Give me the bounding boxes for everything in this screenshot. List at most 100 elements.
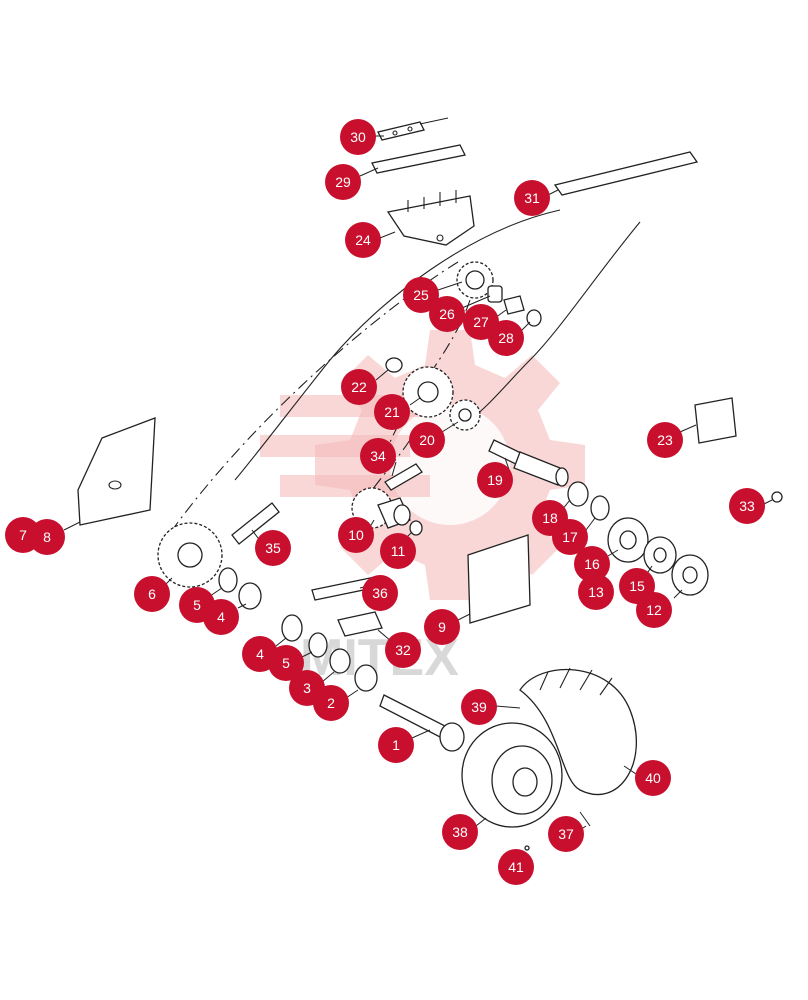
chain-guard-outline-2 <box>234 209 561 481</box>
callout-32: 32 <box>385 632 421 668</box>
svg-text:27: 27 <box>473 314 489 330</box>
long-bar-part <box>553 151 699 196</box>
bolt-bracket-part <box>377 117 449 141</box>
svg-text:3: 3 <box>303 680 311 696</box>
taper-bearing-part <box>218 567 238 593</box>
svg-text:10: 10 <box>348 527 364 543</box>
callout-29: 29 <box>325 164 361 200</box>
svg-text:5: 5 <box>282 655 290 671</box>
svg-text:28: 28 <box>498 330 514 346</box>
hub-part <box>487 285 503 303</box>
callout-33: 33 <box>729 488 765 524</box>
svg-text:41: 41 <box>508 859 524 875</box>
callout-9: 9 <box>424 609 460 645</box>
svg-text:22: 22 <box>351 379 367 395</box>
side-plate-part <box>77 417 156 526</box>
callout-24: 24 <box>345 222 381 258</box>
wheel-bolt-part <box>579 811 591 827</box>
callout-10: 10 <box>338 517 374 553</box>
svg-text:32: 32 <box>395 642 411 658</box>
svg-text:33: 33 <box>739 498 755 514</box>
flange-plate-part <box>643 536 677 574</box>
svg-text:7: 7 <box>19 527 27 543</box>
svg-text:18: 18 <box>542 510 558 526</box>
callout-31: 31 <box>514 180 550 216</box>
svg-text:21: 21 <box>384 404 400 420</box>
bearing-cup-part <box>238 582 262 610</box>
callout-19: 19 <box>477 462 513 498</box>
chain-link-part <box>384 463 423 491</box>
drive-sprocket-part <box>157 522 223 588</box>
svg-text:8: 8 <box>43 529 51 545</box>
svg-text:11: 11 <box>391 543 406 559</box>
small-sprocket-part <box>449 399 481 431</box>
callout-38: 38 <box>442 814 478 850</box>
callout-13: 13 <box>578 574 614 610</box>
svg-text:30: 30 <box>350 129 366 145</box>
callout-23: 23 <box>647 422 683 458</box>
svg-text:20: 20 <box>419 432 435 448</box>
callout-26: 26 <box>429 296 465 332</box>
svg-text:6: 6 <box>148 586 156 602</box>
callout-37: 37 <box>548 816 584 852</box>
chain-section-part <box>231 502 280 545</box>
axle-shaft-part <box>379 694 465 752</box>
svg-text:9: 9 <box>438 619 446 635</box>
svg-text:5: 5 <box>193 597 201 613</box>
svg-text:4: 4 <box>256 646 264 662</box>
lower-bearing-cup-part <box>281 614 303 642</box>
callouts: 30 29 31 24 25 26 27 28 22 21 20 23 34 1… <box>5 119 765 885</box>
svg-text:24: 24 <box>355 232 371 248</box>
callout-40: 40 <box>635 760 671 796</box>
bearing-part <box>590 495 610 521</box>
svg-text:35: 35 <box>265 540 281 556</box>
svg-text:26: 26 <box>439 306 455 322</box>
upper-sprocket-part <box>456 261 494 299</box>
flat-plate-part <box>371 144 466 174</box>
small-bolt-part <box>771 491 783 503</box>
svg-text:15: 15 <box>629 578 645 594</box>
callout-22: 22 <box>341 369 377 405</box>
callout-25: 25 <box>403 277 439 313</box>
callout-8: 8 <box>29 519 65 555</box>
svg-text:13: 13 <box>588 584 604 600</box>
chain-guard-outline <box>469 221 641 421</box>
bolt-flange-part <box>607 517 649 563</box>
svg-text:40: 40 <box>645 770 661 786</box>
svg-text:39: 39 <box>471 699 487 715</box>
lower-taper-bearing-part <box>308 632 328 658</box>
mounting-plate-part <box>467 534 531 624</box>
callout-39: 39 <box>461 689 497 725</box>
circlip-part <box>385 357 403 373</box>
spacer-part <box>503 295 525 315</box>
svg-text:37: 37 <box>558 826 574 842</box>
small-plate-part <box>694 397 737 444</box>
stud-bracket-part <box>386 190 475 246</box>
svg-text:29: 29 <box>335 174 351 190</box>
callout-28: 28 <box>488 320 524 356</box>
svg-text:1: 1 <box>392 737 400 753</box>
ring-part <box>526 309 542 327</box>
svg-text:23: 23 <box>657 432 673 448</box>
wheel-rim-part <box>461 722 563 828</box>
bearing-ring-part <box>567 481 589 507</box>
seal-ring-part <box>329 648 351 674</box>
callout-17: 17 <box>552 519 588 555</box>
svg-text:25: 25 <box>413 287 429 303</box>
callout-2: 2 <box>313 685 349 721</box>
callout-34: 34 <box>360 438 396 474</box>
callout-36: 36 <box>362 575 398 611</box>
retainer-ring-part <box>354 664 378 692</box>
svg-text:19: 19 <box>487 472 503 488</box>
callout-5-lower: 5 <box>268 645 304 681</box>
tyre-part <box>519 667 637 796</box>
valve-part <box>524 845 530 851</box>
callout-1: 1 <box>378 727 414 763</box>
svg-text:38: 38 <box>452 824 468 840</box>
callout-16: 16 <box>574 546 610 582</box>
hub-cap-part <box>671 554 709 596</box>
svg-text:16: 16 <box>584 556 600 572</box>
svg-text:34: 34 <box>370 448 386 464</box>
callout-30: 30 <box>340 119 376 155</box>
